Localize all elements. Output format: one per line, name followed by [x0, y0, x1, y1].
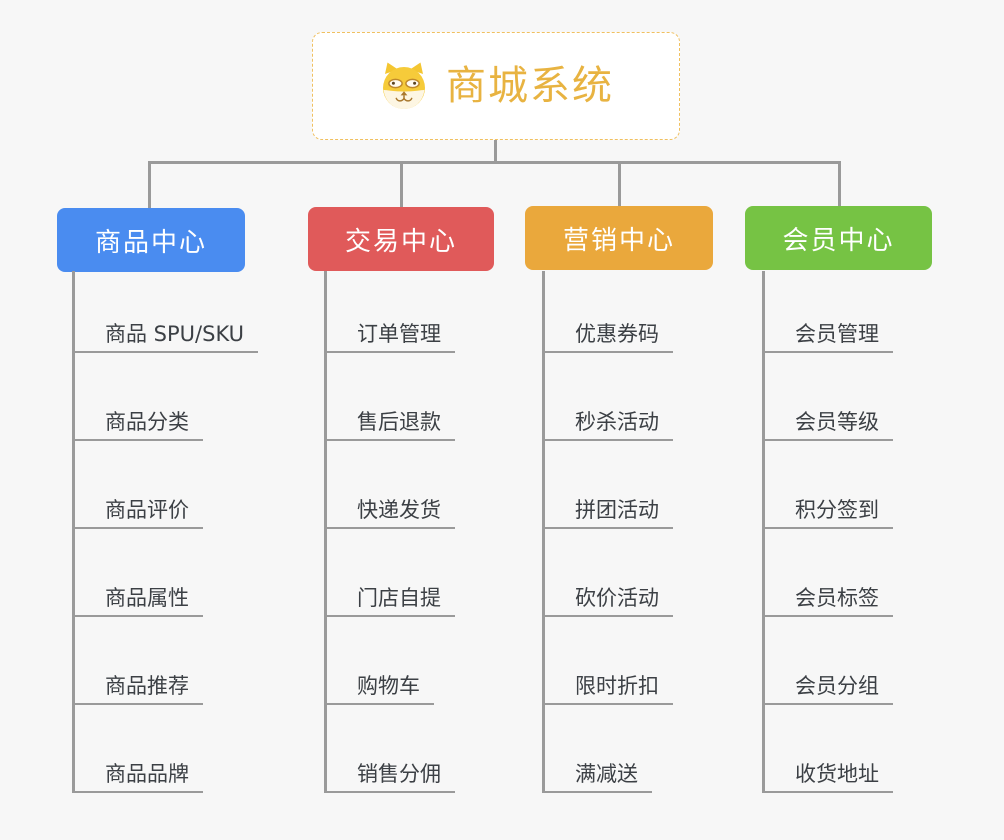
leaf-item[interactable]: 会员管理 — [762, 311, 1002, 353]
leaf-item[interactable]: 商品 SPU/SKU — [72, 311, 312, 353]
page-title: 商城系统 — [446, 63, 614, 109]
leaf-item[interactable]: 商品评价 — [72, 487, 312, 529]
category-box-1[interactable]: 商品中心 — [57, 208, 245, 272]
shiba-dog-icon — [378, 60, 430, 112]
leaf-item[interactable]: 订单管理 — [324, 311, 564, 353]
leaf-item-label: 优惠券码 — [575, 322, 659, 346]
connector-drop-3 — [618, 161, 621, 208]
leaf-item-underline — [324, 439, 455, 441]
leaf-item-label: 门店自提 — [357, 586, 441, 610]
column-rail — [762, 271, 765, 793]
leaf-item-label: 商品评价 — [105, 498, 189, 522]
leaf-item-label: 会员管理 — [795, 322, 879, 346]
leaf-item-underline — [72, 351, 258, 353]
leaf-item-underline — [72, 527, 203, 529]
column-rail — [542, 271, 545, 793]
leaf-item[interactable]: 会员分组 — [762, 663, 1002, 705]
leaf-item-label: 会员等级 — [795, 410, 879, 434]
leaf-item-underline — [324, 703, 434, 705]
leaf-item-underline — [542, 527, 673, 529]
leaf-item-label: 会员分组 — [795, 674, 879, 698]
leaf-item-label: 积分签到 — [795, 498, 879, 522]
leaf-item-label: 砍价活动 — [575, 586, 659, 610]
connector-root-stem — [494, 140, 497, 164]
leaf-item-label: 商品属性 — [105, 586, 189, 610]
leaf-item-label: 会员标签 — [795, 586, 879, 610]
category-box-2[interactable]: 交易中心 — [308, 207, 494, 271]
leaf-item-underline — [72, 615, 203, 617]
leaf-item-underline — [762, 351, 893, 353]
leaf-item[interactable]: 销售分佣 — [324, 751, 564, 793]
leaf-item[interactable]: 快递发货 — [324, 487, 564, 529]
leaf-item[interactable]: 会员等级 — [762, 399, 1002, 441]
leaf-item[interactable]: 商品分类 — [72, 399, 312, 441]
connector-horizontal-bar — [148, 161, 840, 164]
leaf-item-underline — [542, 439, 673, 441]
connector-drop-1 — [148, 161, 151, 208]
column-rail — [72, 271, 75, 793]
leaf-item[interactable]: 购物车 — [324, 663, 564, 705]
leaf-item-underline — [542, 703, 673, 705]
leaf-item-label: 商品分类 — [105, 410, 189, 434]
leaf-item[interactable]: 砍价活动 — [542, 575, 782, 617]
leaf-item-label: 商品推荐 — [105, 674, 189, 698]
leaf-item-underline — [324, 791, 455, 793]
leaf-item-underline — [542, 351, 673, 353]
leaf-item-label: 秒杀活动 — [575, 410, 659, 434]
leaf-item-label: 售后退款 — [357, 410, 441, 434]
leaf-item[interactable]: 优惠券码 — [542, 311, 782, 353]
leaf-item-label: 商品 SPU/SKU — [105, 322, 245, 346]
leaf-item[interactable]: 限时折扣 — [542, 663, 782, 705]
root-node-content: 商城系统 — [378, 60, 614, 112]
connector-drop-2 — [400, 161, 403, 208]
leaf-item-underline — [542, 615, 673, 617]
category-box-3[interactable]: 营销中心 — [525, 206, 713, 270]
leaf-item-label: 拼团活动 — [575, 498, 659, 522]
connector-drop-4 — [838, 161, 841, 208]
category-label: 会员中心 — [782, 225, 895, 256]
leaf-item[interactable]: 会员标签 — [762, 575, 1002, 617]
leaf-item-label: 限时折扣 — [575, 674, 659, 698]
leaf-item-underline — [762, 615, 893, 617]
leaf-item[interactable]: 商品品牌 — [72, 751, 312, 793]
leaf-item-underline — [542, 791, 652, 793]
leaf-item-underline — [324, 527, 455, 529]
category-label: 交易中心 — [344, 226, 457, 257]
category-box-4[interactable]: 会员中心 — [745, 206, 932, 270]
leaf-item[interactable]: 门店自提 — [324, 575, 564, 617]
leaf-item[interactable]: 秒杀活动 — [542, 399, 782, 441]
leaf-item-label: 快递发货 — [357, 498, 441, 522]
column-rail — [324, 271, 327, 793]
leaf-item-label: 满减送 — [575, 762, 638, 786]
leaf-item[interactable]: 售后退款 — [324, 399, 564, 441]
leaf-item-label: 购物车 — [357, 674, 420, 698]
leaf-item-label: 订单管理 — [357, 322, 441, 346]
leaf-item[interactable]: 满减送 — [542, 751, 782, 793]
leaf-item-underline — [762, 527, 893, 529]
category-label: 商品中心 — [94, 227, 207, 258]
leaf-item[interactable]: 收货地址 — [762, 751, 1002, 793]
leaf-item-underline — [762, 791, 893, 793]
leaf-item[interactable]: 商品推荐 — [72, 663, 312, 705]
leaf-item[interactable]: 拼团活动 — [542, 487, 782, 529]
leaf-item-underline — [72, 791, 203, 793]
leaf-item-label: 销售分佣 — [357, 762, 441, 786]
leaf-item-underline — [72, 439, 203, 441]
root-node[interactable]: 商城系统 — [312, 32, 680, 140]
leaf-item-underline — [762, 703, 893, 705]
leaf-item[interactable]: 积分签到 — [762, 487, 1002, 529]
leaf-item-underline — [324, 615, 455, 617]
category-label: 营销中心 — [562, 225, 675, 256]
leaf-item[interactable]: 商品属性 — [72, 575, 312, 617]
leaf-item-underline — [762, 439, 893, 441]
leaf-item-label: 收货地址 — [795, 762, 879, 786]
leaf-item-underline — [72, 703, 203, 705]
leaf-item-underline — [324, 351, 455, 353]
leaf-item-label: 商品品牌 — [105, 762, 189, 786]
